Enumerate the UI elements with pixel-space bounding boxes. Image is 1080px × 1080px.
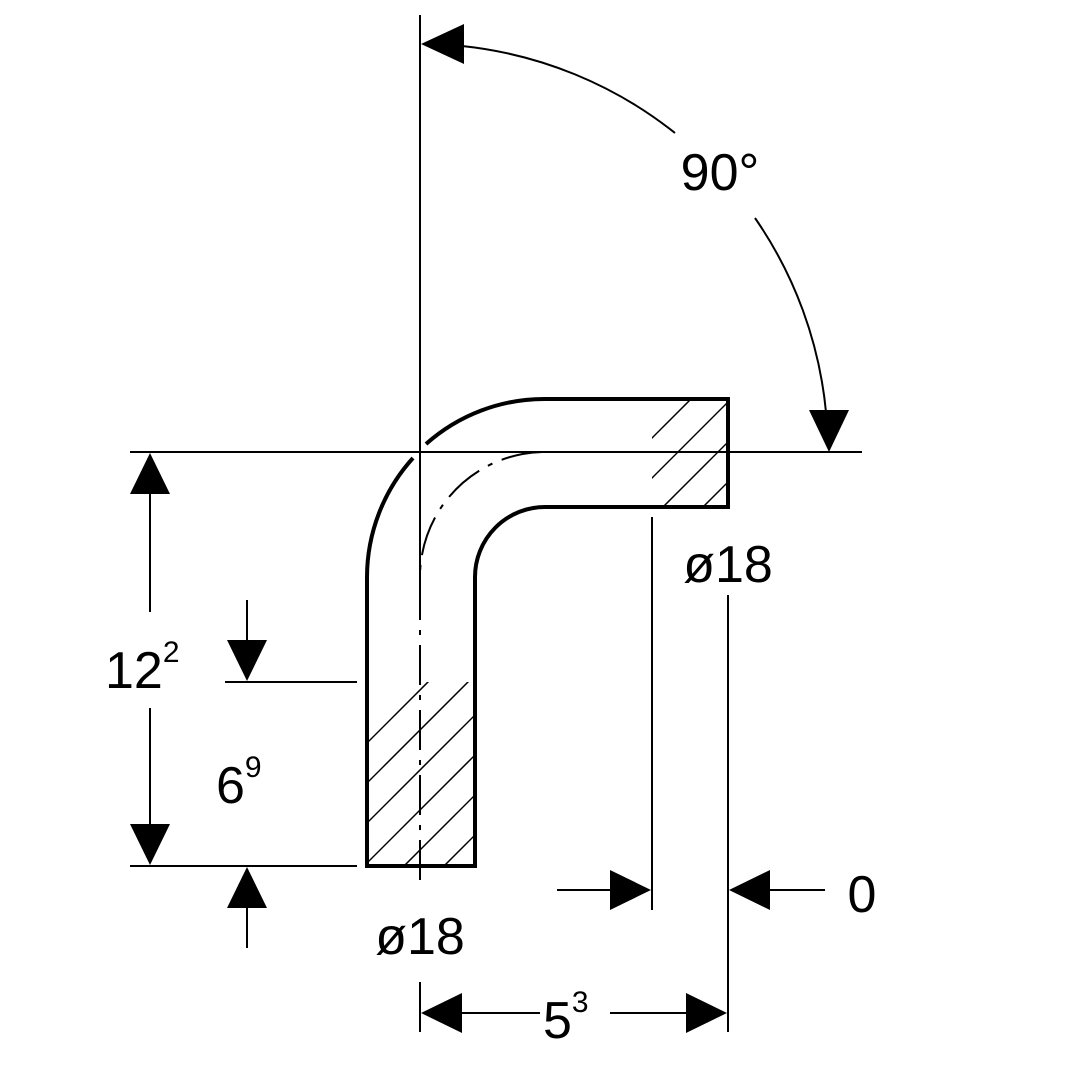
hatch-right [652,400,727,506]
arrow-left-icon [729,870,770,910]
pipe-centerline [419,451,728,880]
arrow-right-icon [686,993,727,1033]
arrow-up-icon [130,453,170,494]
arrow-down-icon [130,824,170,865]
offset-label: 0 [848,866,877,924]
arrow-left-icon [421,24,464,64]
arrow-up-icon [227,867,267,908]
hatch-bottom [368,682,474,865]
arrow-down-icon [809,410,849,452]
diameter-label-right: ø18 [683,536,773,594]
extension-lines [130,45,827,1032]
pipe-outline [365,396,730,868]
diameter-label-bottom: ø18 [375,908,465,966]
arrow-right-icon [610,870,651,910]
angle-label: 90° [681,144,760,202]
height-straight-label: 69 [216,751,262,815]
height-total-label: 122 [105,636,180,700]
arrow-left-icon [421,993,462,1033]
arrowheads [130,24,849,1033]
width-label: 53 [543,986,589,1050]
arrow-down-icon [227,640,267,681]
